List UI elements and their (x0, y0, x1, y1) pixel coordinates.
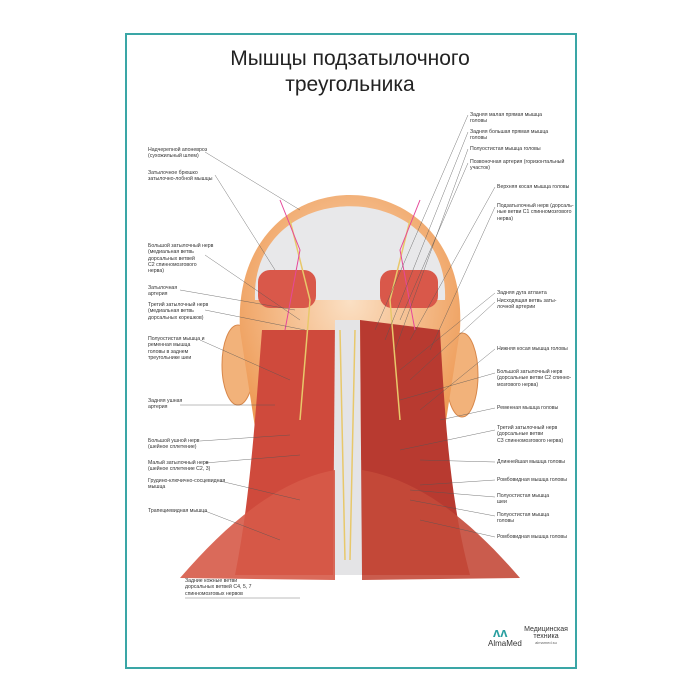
label-inferior-oblique: Нижняя косая мышца головы (497, 346, 568, 352)
label-superior-oblique: Верхняя косая мышца головы (497, 184, 570, 190)
logo-mark-icon: ʌʌ (493, 625, 508, 640)
label-third-occipital-nerve: Третий затылочный нерв (медиальная ветвь… (148, 302, 209, 321)
label-rhomboid-2: Ромбовидная мышца головы (497, 534, 567, 540)
nerves (289, 219, 411, 561)
label-suboccipital-nerve: Подзатылочный нерв (дорсаль- ные ветви C… (497, 203, 574, 222)
label-great-auricular-nerve: Большой ушной нерв (шейное сплетение) (148, 438, 200, 451)
label-trapezius: Трапециевидная мышца (148, 508, 208, 514)
logo-tagline: Медицинская техника (524, 626, 568, 640)
logo-url: almamed.su (535, 640, 557, 645)
label-splenius-capitis: Ременная мышца головы (497, 405, 559, 411)
occipital-left (258, 270, 316, 308)
almamed-logo: ʌʌ AlmaMed Медицинская техника almamed.s… (488, 625, 578, 655)
label-descending-branch: Нисходящая ветвь заты- лочной артерии (497, 298, 557, 311)
label-semispinalis-capitis: Полуостистая мышца головы (497, 512, 550, 525)
label-posterior-arch-atlas: Задняя дуга атланта (497, 290, 547, 296)
label-greater-occipital-nerve: Большой затылочный нерв (медиальная ветв… (148, 243, 214, 275)
label-lesser-occipital-nerve: Малый затылочный нерв (шейное сплетение … (148, 460, 211, 473)
arteries (279, 199, 421, 331)
label-semispinalis-splenius: Полуостистая мышца и ременная мышца голо… (148, 336, 205, 361)
label-greater-occipital-nerve-right: Большой затылочный нерв (дорсальные ветв… (497, 369, 572, 388)
poster-title: Мышцы подзатылочного треугольника (230, 47, 470, 96)
label-longissimus-capitis: Длиннейшая мышца головы (497, 459, 566, 465)
label-rectus-major: Задняя большая прямая мышца головы (470, 129, 549, 142)
label-semispinalis-capitis-top: Полуостистая мышца головы (470, 146, 541, 152)
trapezius-right (362, 470, 520, 580)
label-third-occipital-nerve-right: Третий затылочный нерв (дорсальные ветви… (497, 425, 564, 444)
neck-midline (333, 320, 362, 575)
label-vertebral-artery: Позвоночная артерия (горизонтальный учас… (470, 159, 565, 172)
label-occipital-artery: Затылочная артерия (148, 285, 178, 298)
label-posterior-auricular-artery: Задняя ушная артерия (148, 398, 183, 411)
label-semispinalis-cervicis: Полуостистая мышца шеи (497, 493, 550, 506)
trapezius (180, 470, 335, 580)
occipital-right (380, 270, 438, 308)
label-sternocleidomastoid: Грудино-ключично-сосцевидная мышца (148, 478, 226, 491)
label-occipitalis: Затылочное брюшко затылочно-лобной мышцы (148, 170, 213, 183)
label-cutaneous-branches: Задние кожные ветви дорсальных ветвей C4… (185, 578, 252, 597)
label-epicranial-aponeurosis: Надчерепной апоневроз (сухожильный шлем) (148, 147, 208, 160)
label-rhomboid-1: Ромбовидная мышца головы (497, 477, 567, 483)
leader-lines (179, 114, 496, 599)
logo-brand: AlmaMed (488, 639, 522, 648)
label-rectus-minor: Задняя малая прямая мышца головы (470, 112, 543, 125)
